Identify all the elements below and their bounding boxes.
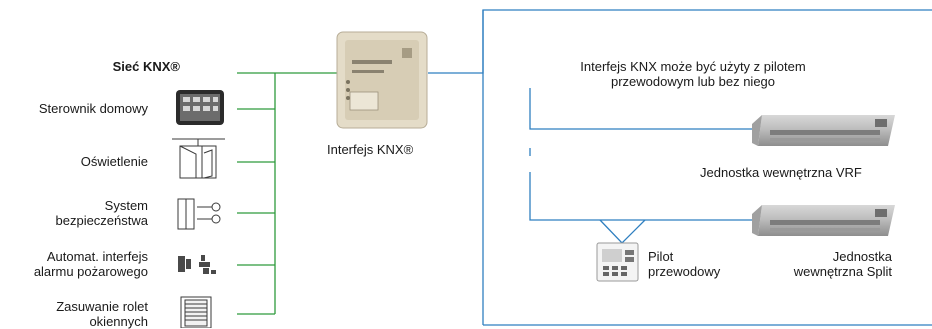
split-unit-label-line-2: wewnętrzna Split — [793, 264, 892, 279]
fire-alarm-icon — [178, 255, 216, 274]
wired-remote-label-line-1: Pilot — [648, 249, 674, 264]
device-label-security-line-2: bezpieczeństwa — [55, 213, 149, 228]
device-label-lighting: Oświetlenie — [80, 154, 148, 169]
interface-note: Interfejs KNX może być użyty z pilotem p… — [563, 59, 823, 89]
wired-remote-icon — [596, 242, 639, 282]
vrf-unit-label: Jednostka wewnętrzna VRF — [700, 165, 862, 180]
vrf-indoor-unit — [752, 115, 895, 146]
wired-remote-label: Pilot przewodowy — [648, 249, 720, 279]
knx-network-title: Sieć KNX® — [112, 59, 180, 74]
device-label-blinds: Zasuwanie rolet okiennych — [56, 299, 148, 329]
device-label-fire-alarm: Automat. interfejs alarmu pożarowego — [34, 249, 148, 279]
split-unit-label: Jednostka wewnętrzna Split — [794, 249, 892, 279]
tablet-icon — [176, 90, 224, 125]
device-label-security: System bezpieczeństwa — [56, 198, 149, 228]
link-to-vrf-unit — [529, 88, 755, 130]
interface-label: Interfejs KNX® — [327, 142, 414, 157]
device-label-blinds-line-2: okiennych — [89, 314, 148, 329]
knx-bus-lines — [237, 72, 340, 315]
door-key-icon — [177, 198, 221, 230]
device-label-home-controller: Sterownik domowy — [38, 101, 148, 116]
window-blinds-icon — [180, 296, 212, 328]
split-unit-label-line-1: Jednostka — [832, 249, 892, 264]
wired-remote-label-line-2: przewodowy — [648, 264, 721, 279]
device-label-fire-alarm-line-2: alarmu pożarowego — [33, 264, 148, 279]
device-label-security-line-1: System — [104, 198, 148, 213]
interface-note-line-1: Interfejs KNX może być użyty z pilotem — [580, 59, 806, 74]
device-label-blinds-line-1: Zasuwanie rolet — [56, 299, 148, 314]
split-indoor-unit — [752, 205, 895, 236]
door-lamp-icon — [172, 138, 225, 179]
device-label-fire-alarm-line-1: Automat. interfejs — [46, 249, 148, 264]
interface-note-line-2: przewodowym lub bez niego — [610, 74, 776, 89]
link-to-split-unit — [529, 172, 755, 221]
